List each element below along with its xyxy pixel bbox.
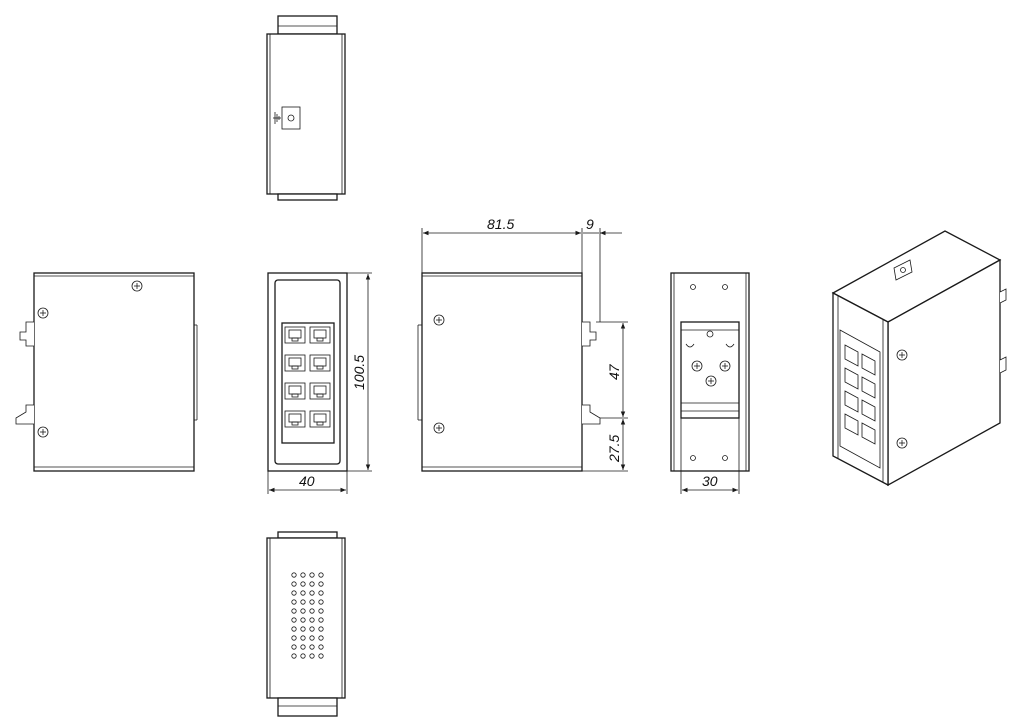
- vent-hole: [309, 572, 315, 578]
- din-rail-clip: [680, 321, 740, 419]
- vent-hole: [300, 644, 306, 650]
- vent-hole: [291, 590, 297, 596]
- vent-hole: [318, 635, 324, 641]
- vent-hole: [318, 581, 324, 587]
- vent-hole: [318, 653, 324, 659]
- dim-rail-lower: 27.5: [606, 435, 622, 463]
- vent-hole: [318, 599, 324, 605]
- vent-hole: [300, 590, 306, 596]
- vent-hole: [300, 626, 306, 632]
- vent-hole: [318, 644, 324, 650]
- rear-view: 30: [670, 272, 750, 494]
- vent-hole: [291, 581, 297, 587]
- vent-hole: [318, 590, 324, 596]
- vent-hole: [291, 617, 297, 623]
- dim-side-depth: 81.5: [487, 216, 514, 232]
- vent-hole: [309, 599, 315, 605]
- vent-hole: [300, 635, 306, 641]
- vent-hole: [300, 608, 306, 614]
- vent-hole: [318, 608, 324, 614]
- dim-rail-width: 30: [702, 473, 718, 489]
- vent-hole: [291, 608, 297, 614]
- vent-hole: [291, 644, 297, 650]
- dim-rail-offset: 9: [586, 216, 594, 232]
- vent-hole: [291, 653, 297, 659]
- vent-hole: [291, 635, 297, 641]
- vent-hole: [300, 617, 306, 623]
- vent-hole: [291, 599, 297, 605]
- vent-hole: [309, 590, 315, 596]
- vent-hole: [309, 581, 315, 587]
- top-view: [266, 15, 346, 201]
- dim-rail-upper: 47: [606, 363, 622, 380]
- vent-hole: [309, 635, 315, 641]
- vent-hole: [300, 581, 306, 587]
- ground-terminal: [273, 106, 301, 130]
- vent-hole: [300, 599, 306, 605]
- dim-front-height: 100.5: [351, 355, 367, 390]
- isometric-view: [831, 230, 1007, 487]
- vent-hole: [309, 608, 315, 614]
- vent-hole: [318, 626, 324, 632]
- vent-hole: [318, 572, 324, 578]
- vent-hole: [300, 653, 306, 659]
- iso-ethernet-ports: [844, 344, 876, 445]
- vent-hole: [309, 617, 315, 623]
- ventilation-holes: [291, 572, 324, 659]
- vent-hole: [291, 572, 297, 578]
- dim-front-width: 40: [299, 473, 315, 489]
- left-side-view: [15, 272, 198, 472]
- vent-hole: [309, 644, 315, 650]
- vent-hole: [309, 653, 315, 659]
- vent-hole: [300, 572, 306, 578]
- right-side-view: 81.5 9 47 27.5: [417, 216, 628, 472]
- front-view: 40 100.5: [267, 272, 372, 494]
- bottom-view: [266, 531, 346, 717]
- vent-hole: [318, 617, 324, 623]
- vent-hole: [309, 626, 315, 632]
- vent-hole: [291, 626, 297, 632]
